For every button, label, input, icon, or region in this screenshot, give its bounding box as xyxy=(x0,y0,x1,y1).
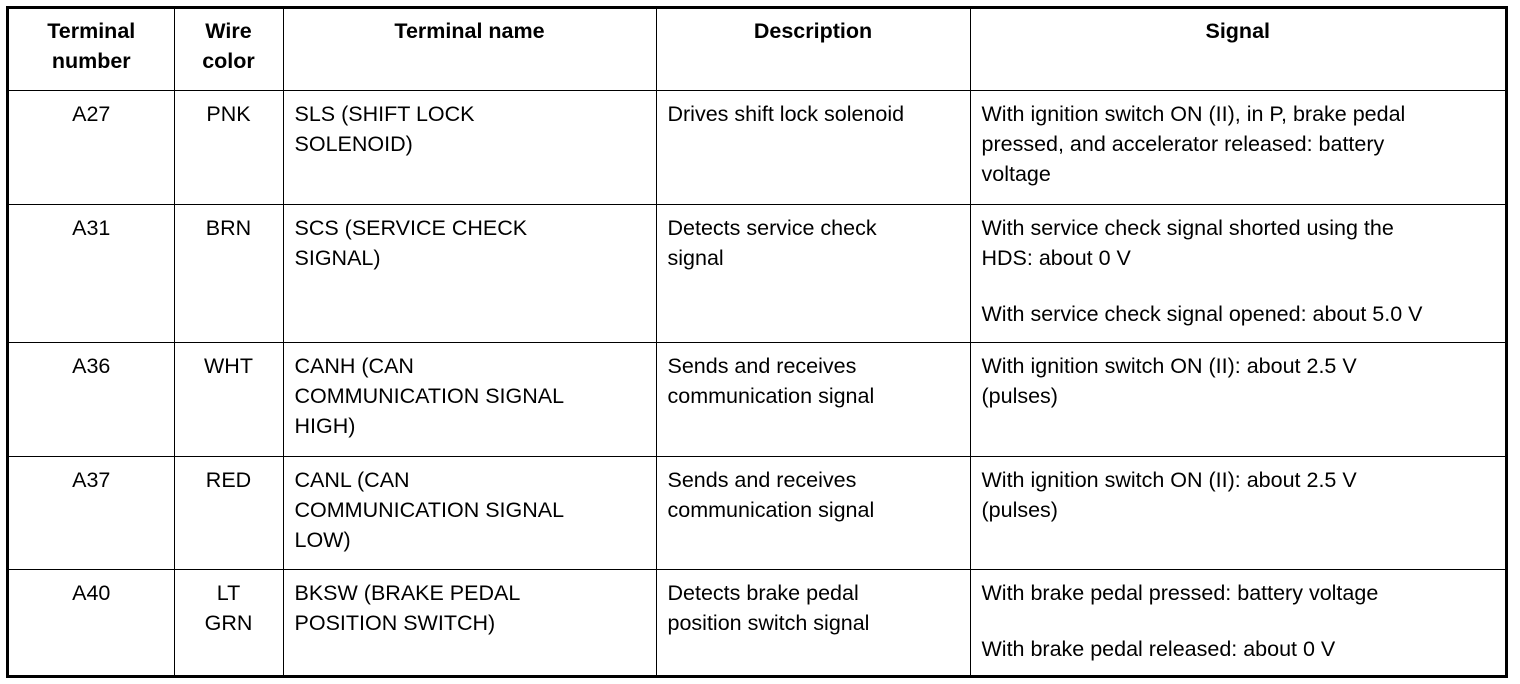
wire-color-line: LT xyxy=(216,580,241,605)
cell-wire-color: LT GRN xyxy=(173,568,284,675)
signal-paragraph: With brake pedal released: about 0 V xyxy=(982,634,1498,664)
header-terminal-name: Terminal name xyxy=(282,9,657,91)
cell-description: Detects brake pedal position switch signa… xyxy=(655,568,971,675)
description-line: signal xyxy=(667,245,724,270)
cell-terminal-number: A27 xyxy=(9,89,175,205)
description-line: Detects service check xyxy=(667,215,877,240)
terminal-name-line: SOLENOID) xyxy=(294,131,413,156)
wire-color-line: WHT xyxy=(204,353,253,378)
wire-color-line: BRN xyxy=(205,215,252,240)
terminal-name-line: COMMUNICATION SIGNAL xyxy=(294,383,565,408)
header-signal: Signal xyxy=(969,9,1505,91)
wire-color-line: PNK xyxy=(206,101,251,126)
signal-paragraph: With service check signal shorted using … xyxy=(982,213,1498,273)
cell-terminal-name: SLS (SHIFT LOCK SOLENOID) xyxy=(282,89,657,205)
cell-signal: With ignition switch ON (II), in P, brak… xyxy=(969,89,1505,205)
cell-description: Detects service check signal xyxy=(655,203,971,343)
terminal-table: Terminal number Wire color Terminal name… xyxy=(9,9,1505,675)
description-line: Drives shift lock solenoid xyxy=(667,101,905,126)
signal-line: (pulses) xyxy=(981,383,1058,408)
signal-line: With brake pedal pressed: battery voltag… xyxy=(981,580,1379,605)
terminal-name-line: SLS (SHIFT LOCK xyxy=(294,101,475,126)
cell-terminal-name: BKSW (BRAKE PEDAL POSITION SWITCH) xyxy=(282,568,657,675)
signal-paragraph: With ignition switch ON (II): about 2.5 … xyxy=(982,465,1498,525)
signal-line: With service check signal shorted using … xyxy=(981,215,1394,240)
terminal-name-line: SCS (SERVICE CHECK xyxy=(294,215,528,240)
cell-signal: With brake pedal pressed: battery voltag… xyxy=(969,568,1505,675)
cell-signal: With ignition switch ON (II): about 2.5 … xyxy=(969,455,1505,570)
terminal-name-line: SIGNAL) xyxy=(294,245,381,270)
signal-line: With brake pedal released: about 0 V xyxy=(981,636,1336,661)
signal-paragraph: With brake pedal pressed: battery voltag… xyxy=(982,578,1498,608)
cell-terminal-number: A40 xyxy=(9,568,175,675)
cell-signal: With service check signal shorted using … xyxy=(969,203,1505,343)
description-line: communication signal xyxy=(667,497,875,522)
signal-paragraph: With ignition switch ON (II): about 2.5 … xyxy=(982,351,1498,411)
header-wire-color-line-1: Wire xyxy=(205,19,252,43)
terminal-name-line: CANH (CAN xyxy=(294,353,414,378)
cell-description: Sends and receives communication signal xyxy=(655,341,971,457)
cell-description: Sends and receives communication signal xyxy=(655,455,971,570)
header-terminal-number-line-2: number xyxy=(51,49,131,73)
signal-line: With ignition switch ON (II): about 2.5 … xyxy=(981,353,1357,378)
signal-line: With ignition switch ON (II), in P, brak… xyxy=(981,101,1406,126)
cell-terminal-number: A31 xyxy=(9,203,175,343)
signal-line: voltage xyxy=(981,161,1051,186)
cell-wire-color: PNK xyxy=(173,89,284,205)
cell-signal: With ignition switch ON (II): about 2.5 … xyxy=(969,341,1505,457)
signal-paragraph: With ignition switch ON (II), in P, brak… xyxy=(982,99,1498,189)
terminal-table-frame: Terminal number Wire color Terminal name… xyxy=(6,6,1508,678)
cell-terminal-name: CANH (CAN COMMUNICATION SIGNAL HIGH) xyxy=(282,341,657,457)
header-terminal-number-line-1: Terminal xyxy=(47,19,136,43)
table-row: A40 LT GRN BKSW (BRAKE PEDAL POSITION SWITCH… xyxy=(9,568,1505,675)
terminal-name-line: POSITION SWITCH) xyxy=(294,610,496,635)
description-line: Sends and receives xyxy=(667,467,857,492)
cell-wire-color: RED xyxy=(173,455,284,570)
header-terminal-number: Terminal number xyxy=(9,9,175,91)
wire-color-line: RED xyxy=(205,467,252,492)
terminal-name-line: BKSW (BRAKE PEDAL xyxy=(294,580,521,605)
cell-wire-color: WHT xyxy=(173,341,284,457)
wire-color-line: GRN xyxy=(204,610,253,635)
description-line: Detects brake pedal xyxy=(667,580,859,605)
cell-terminal-number: A37 xyxy=(9,455,175,570)
cell-terminal-name: CANL (CAN COMMUNICATION SIGNAL LOW) xyxy=(282,455,657,570)
terminal-name-line: LOW) xyxy=(294,527,351,552)
header-wire-color: Wire color xyxy=(173,9,284,91)
description-line: Sends and receives xyxy=(667,353,857,378)
signal-line: pressed, and accelerator released: batte… xyxy=(981,131,1385,156)
terminal-name-line: COMMUNICATION SIGNAL xyxy=(294,497,565,522)
header-wire-color-line-2: color xyxy=(202,49,255,73)
signal-line: With service check signal opened: about … xyxy=(981,301,1423,326)
cell-wire-color: BRN xyxy=(173,203,284,343)
signal-line: With ignition switch ON (II): about 2.5 … xyxy=(981,467,1357,492)
cell-terminal-number: A36 xyxy=(9,341,175,457)
table-row: A36 WHT CANH (CAN COMMUNICATION SIGNAL HIGH)… xyxy=(9,341,1505,457)
description-line: position switch signal xyxy=(667,610,870,635)
table-row: A27 PNK SLS (SHIFT LOCK SOLENOID) Drives shi… xyxy=(9,89,1505,205)
table-row: A37 RED CANL (CAN COMMUNICATION SIGNAL LOW) S… xyxy=(9,455,1505,570)
signal-line: HDS: about 0 V xyxy=(981,245,1131,270)
signal-paragraph: With service check signal opened: about … xyxy=(982,299,1498,329)
terminal-name-line: CANL (CAN xyxy=(294,467,410,492)
cell-description: Drives shift lock solenoid xyxy=(655,89,971,205)
description-line: communication signal xyxy=(667,383,875,408)
header-description: Description xyxy=(655,9,971,91)
signal-line: (pulses) xyxy=(981,497,1058,522)
table-header-row: Terminal number Wire color Terminal name… xyxy=(9,9,1505,91)
cell-terminal-name: SCS (SERVICE CHECK SIGNAL) xyxy=(282,203,657,343)
terminal-name-line: HIGH) xyxy=(294,413,356,438)
table-row: A31 BRN SCS (SERVICE CHECK SIGNAL) Detects s… xyxy=(9,203,1505,343)
